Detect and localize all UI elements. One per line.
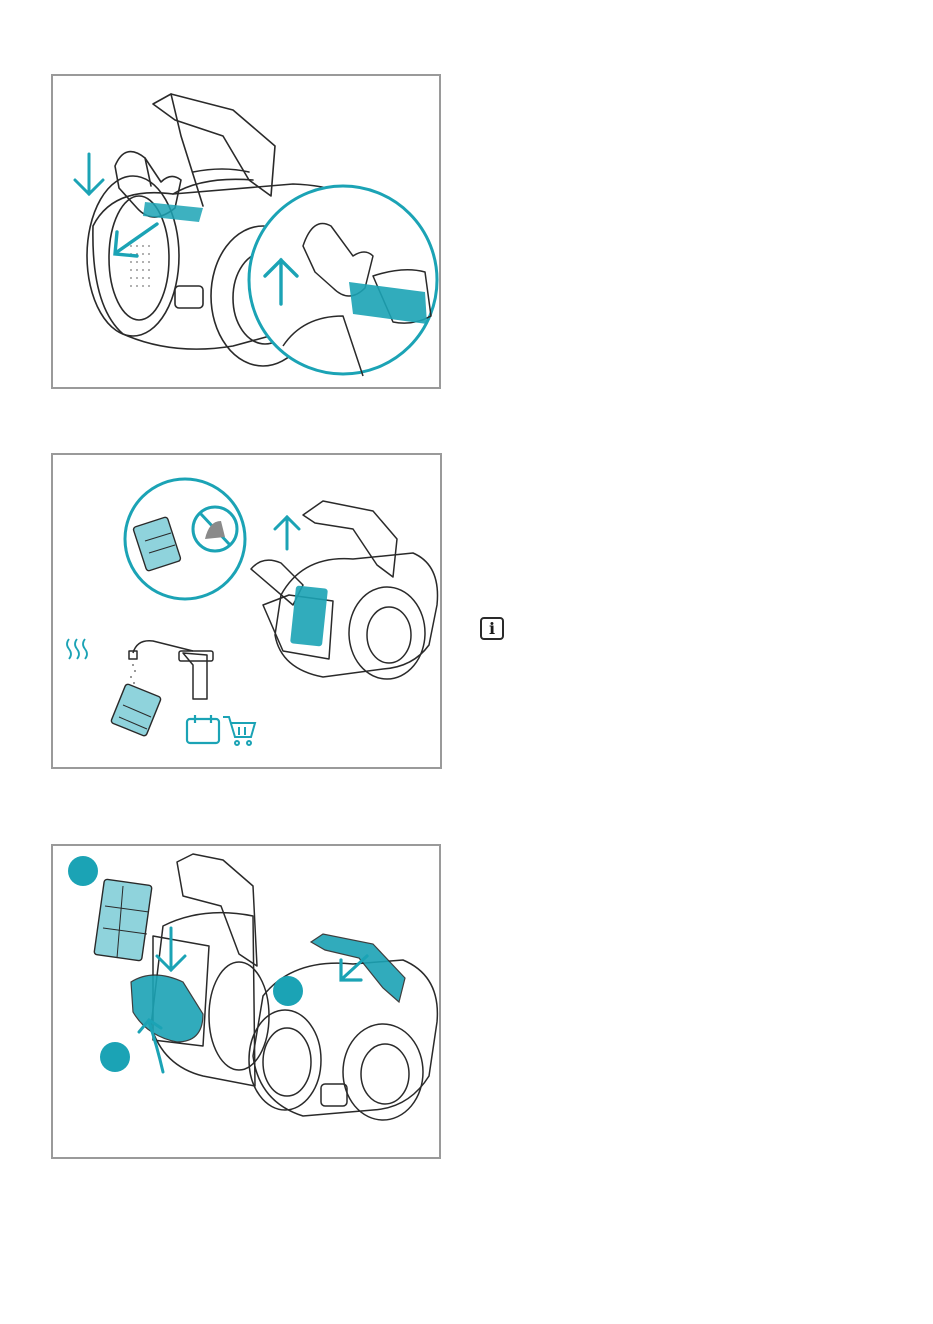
illustration-panel-clean-filter: [51, 453, 442, 769]
arrow-down-icon: [75, 154, 103, 194]
lid-closing-icon: [311, 934, 405, 1002]
filter-icon: [94, 879, 152, 961]
filter-cleaning-illustration: [53, 455, 442, 769]
filter-icon: [111, 683, 162, 736]
illustration-panel-remove-filter-cover: [51, 74, 441, 389]
step-badge-2: [100, 1042, 130, 1072]
step-badge-3: [273, 976, 303, 1006]
illustration-panel-reinstall-filter: [51, 844, 441, 1159]
info-glyph: i: [489, 621, 495, 637]
arrow-up-icon: [275, 517, 299, 549]
info-icon: i: [480, 617, 504, 640]
arrow-down-icon: [157, 928, 185, 970]
step-badge-1: [68, 856, 98, 886]
shopping-cart-icon: [223, 717, 255, 745]
calendar-icon: [187, 715, 219, 743]
heat-waves-icon: [67, 639, 87, 659]
no-touch-circle-icon: [125, 479, 245, 599]
vacuum-open-lid-illustration: [53, 76, 441, 389]
filter-reinstall-illustration: [53, 846, 441, 1159]
magnifier-circle-icon: [249, 186, 437, 376]
arrow-left-down-icon: [115, 224, 157, 256]
